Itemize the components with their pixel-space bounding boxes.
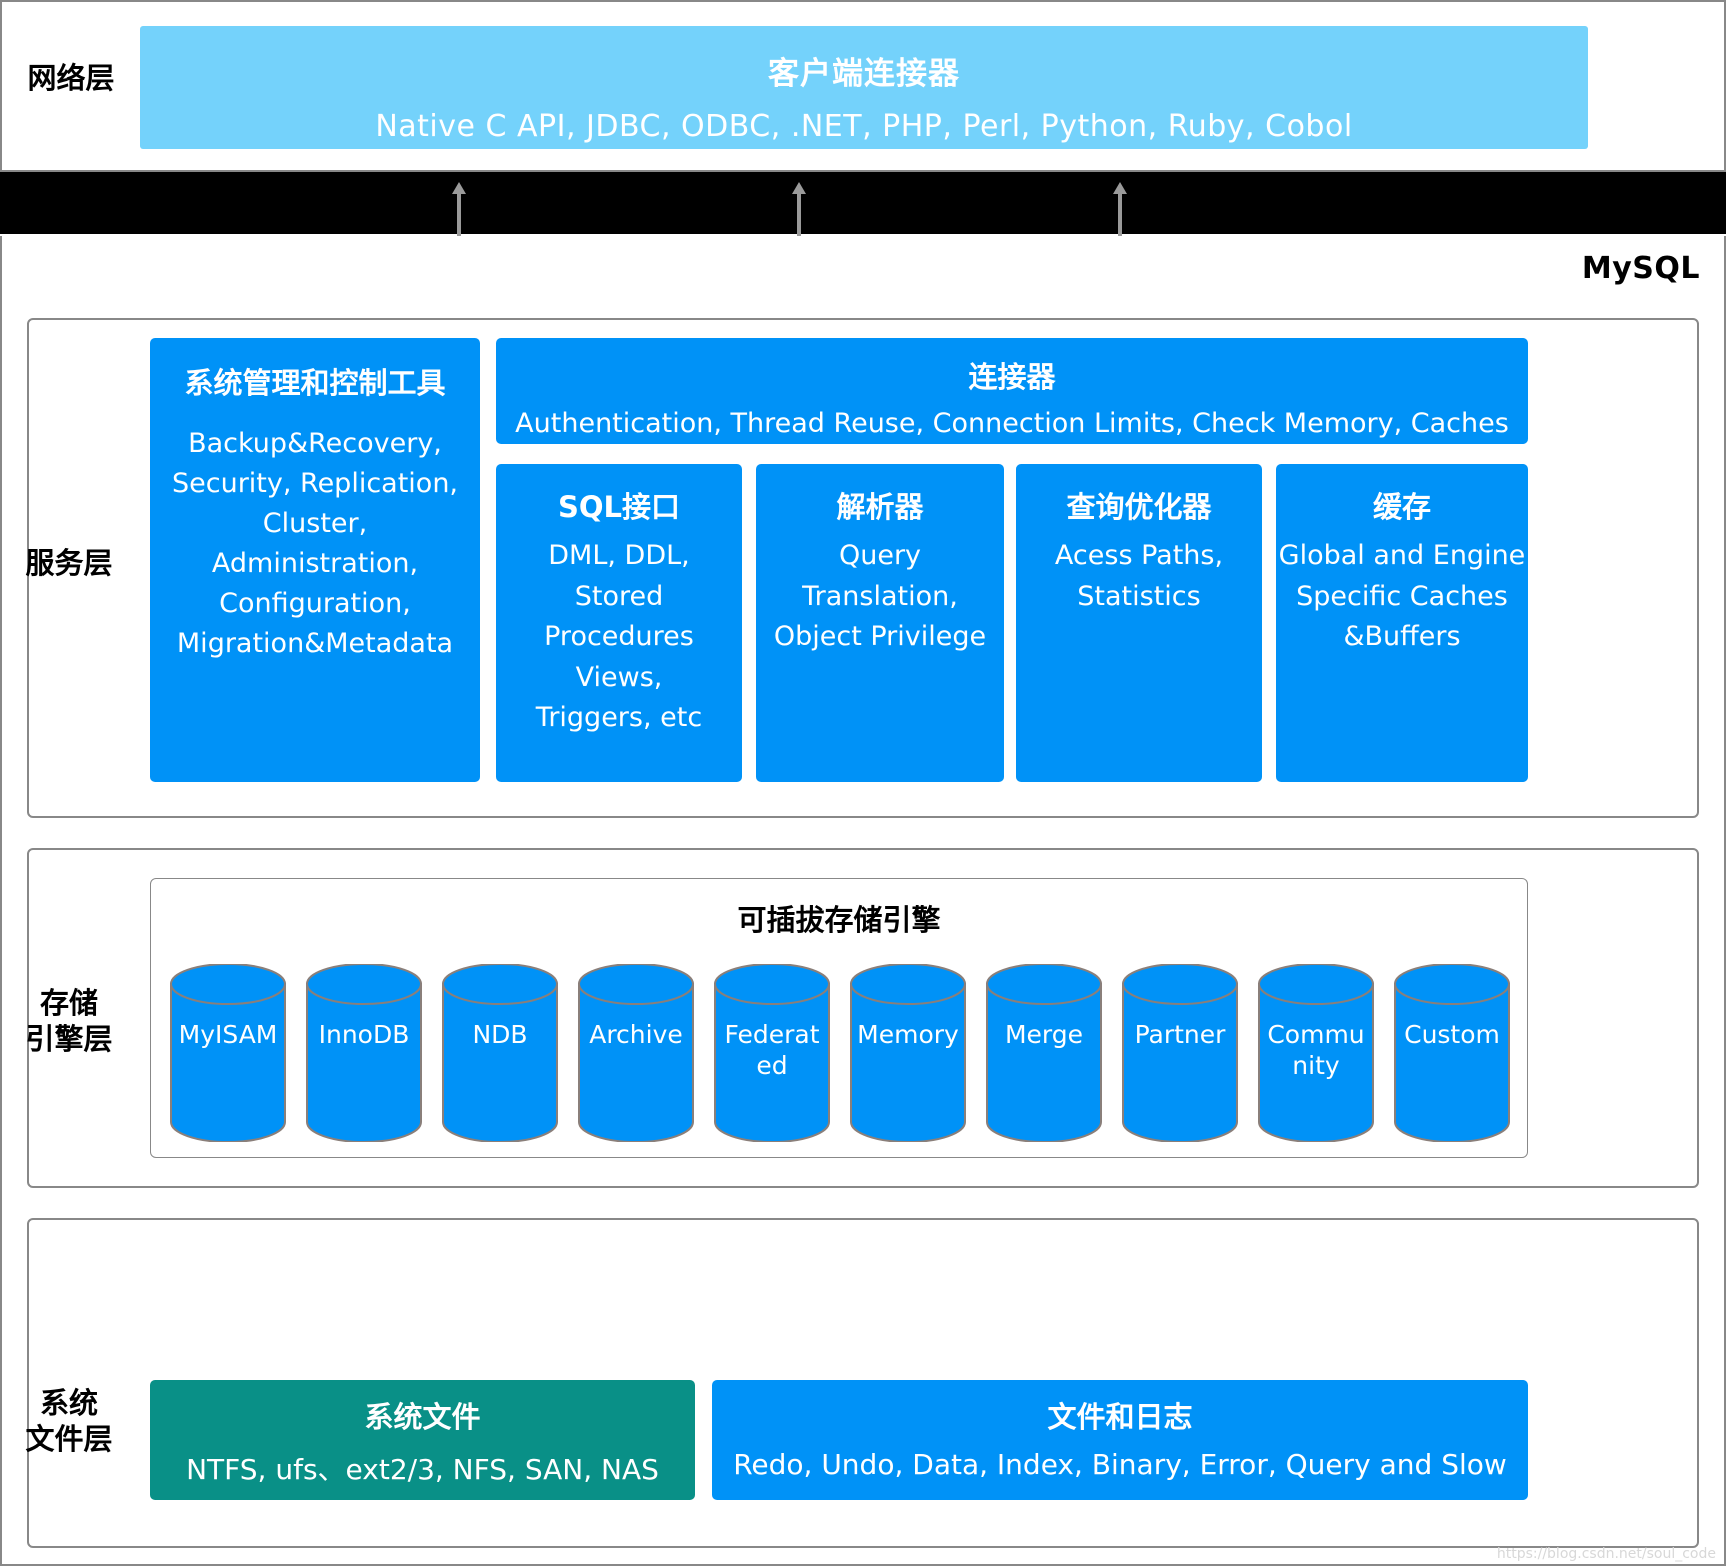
storage-engine-cylinder[interactable]: Partner (1121, 964, 1239, 1142)
cylinder-icon (850, 964, 966, 1142)
watermark-text: https://blog.csdn.net/soul_code (1496, 1546, 1716, 1562)
storage-engine-label: MyISAM (178, 1020, 278, 1049)
parser-title: 解析器 (836, 490, 924, 524)
cache-box[interactable]: 缓存 Global and Engine Specific Caches &Bu… (1276, 464, 1528, 782)
system-file-title: 系统文件 (364, 1400, 481, 1434)
files-and-logs-box[interactable]: 文件和日志 Redo, Undo, Data, Index, Binary, E… (712, 1380, 1528, 1500)
layer-label-network: 网络层 (27, 61, 115, 95)
storage-engine-cylinder[interactable]: Community (1257, 964, 1375, 1142)
layer-label-filesystem: 系统 文件层 (25, 1386, 113, 1457)
cylinder-icon (306, 964, 422, 1142)
storage-engine-label: Partner (1134, 1020, 1226, 1049)
storage-engine-label: InnoDB (318, 1020, 410, 1049)
storage-engine-cylinder[interactable]: NDB (441, 964, 559, 1142)
storage-engine-cylinder[interactable]: InnoDB (305, 964, 423, 1142)
network-layer-panel: 网络层 客户端连接器 Native C API, JDBC, ODBC, .NE… (0, 0, 1726, 172)
client-connector-title: 客户端连接器 (768, 56, 960, 92)
files-and-logs-title: 文件和日志 (1047, 1400, 1193, 1434)
mysql-title-label: MySQL (1581, 251, 1700, 286)
cache-subtitle: Global and Engine Specific Caches &Buffe… (1278, 540, 1526, 652)
cylinder-icon (1122, 964, 1238, 1142)
sql-interface-title: SQL接口 (557, 490, 681, 524)
cylinder-icon (986, 964, 1102, 1142)
storage-engine-cylinder[interactable]: Memory (849, 964, 967, 1142)
client-connector-subtitle: Native C API, JDBC, ODBC, .NET, PHP, Per… (375, 109, 1353, 144)
storage-engine-label: Merge (1004, 1020, 1084, 1049)
network-service-divider-band (0, 172, 1726, 234)
storage-engine-cylinder-row: MyISAM InnoDB NDB Archive Federated Memory Mer… (169, 964, 1511, 1144)
cylinder-icon (714, 964, 830, 1142)
system-file-box[interactable]: 系统文件 NTFS, ufs、ext2/3, NFS, SAN, NAS (150, 1380, 695, 1500)
client-connector-box[interactable]: 客户端连接器 Native C API, JDBC, ODBC, .NET, P… (140, 26, 1588, 149)
storage-engine-cylinder[interactable]: MyISAM (169, 964, 287, 1142)
system-file-subtitle: NTFS, ufs、ext2/3, NFS, SAN, NAS (186, 1453, 659, 1486)
cache-title: 缓存 (1372, 490, 1431, 524)
storage-engine-label: Archive (589, 1020, 683, 1049)
cylinder-icon (442, 964, 558, 1142)
storage-engine-cylinder[interactable]: Archive (577, 964, 695, 1142)
connector-title: 连接器 (968, 360, 1056, 394)
system-admin-tools-title: 系统管理和控制工具 (184, 366, 446, 400)
query-optimizer-subtitle: Acess Paths, Statistics (1054, 540, 1224, 612)
sql-interface-subtitle: DML, DDL, Stored Procedures Views, Trigg… (535, 540, 703, 733)
storage-engine-label: NDB (472, 1020, 528, 1049)
query-optimizer-box[interactable]: 查询优化器 Acess Paths, Statistics (1016, 464, 1262, 782)
parser-box[interactable]: 解析器 Query Translation, Object Privilege (756, 464, 1004, 782)
storage-engine-cylinder[interactable]: Federated (713, 964, 831, 1142)
storage-engine-label: Community (1267, 1020, 1365, 1080)
layer-label-service: 服务层 (25, 546, 113, 580)
files-and-logs-subtitle: Redo, Undo, Data, Index, Binary, Error, … (733, 1448, 1507, 1481)
connector-subtitle: Authentication, Thread Reuse, Connection… (515, 408, 1509, 439)
storage-engine-label: Federated (724, 1020, 820, 1080)
system-admin-tools-box[interactable]: 系统管理和控制工具 Backup&Recovery, Security, Rep… (150, 338, 480, 782)
sql-interface-box[interactable]: SQL接口 DML, DDL, Stored Procedures Views,… (496, 464, 742, 782)
cylinder-icon (170, 964, 286, 1142)
cylinder-icon (578, 964, 694, 1142)
connector-box[interactable]: 连接器 Authentication, Thread Reuse, Connec… (496, 338, 1528, 444)
storage-engine-cylinder[interactable]: Custom (1393, 964, 1511, 1142)
cylinder-icon (1394, 964, 1510, 1142)
parser-subtitle: Query Translation, Object Privilege (773, 540, 987, 652)
storage-engine-label: Custom (1404, 1020, 1500, 1049)
system-admin-tools-subtitle: Backup&Recovery, Security, Replication, … (171, 428, 459, 659)
layer-label-storage: 存储 引擎层 (25, 986, 113, 1057)
pluggable-storage-engine-title: 可插拔存储引擎 (737, 903, 941, 937)
storage-engine-cylinder[interactable]: Merge (985, 964, 1103, 1142)
query-optimizer-title: 查询优化器 (1066, 490, 1212, 524)
cylinder-icon (1258, 964, 1374, 1142)
storage-engine-label: Memory (857, 1020, 959, 1049)
